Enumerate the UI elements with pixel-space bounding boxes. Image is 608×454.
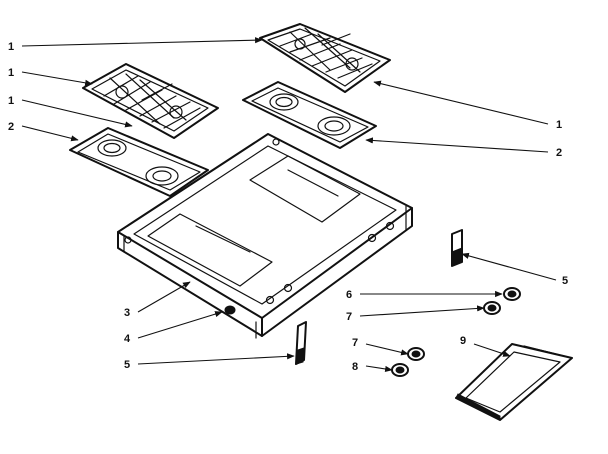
callout-4: 4 [124, 333, 131, 345]
callout-7-upper: 7 [346, 311, 352, 323]
callout-1-left-lower: 1 [8, 95, 14, 107]
burner-grate-pair-upper-left [82, 63, 219, 139]
burner-box-left [69, 127, 209, 197]
knob [224, 305, 236, 315]
pad-7-lower [407, 347, 425, 361]
callouts: 1 1 1 2 3 4 5 1 2 5 6 7 7 8 9 [8, 41, 568, 373]
callout-2-left: 2 [8, 121, 14, 133]
bracket-right [451, 229, 463, 267]
pad-6 [503, 287, 521, 301]
cooktop-frame [117, 133, 413, 339]
callout-1-top: 1 [8, 41, 14, 53]
callout-7-lower: 7 [352, 337, 358, 349]
leader-lines [21, 37, 557, 372]
callout-1-right: 1 [556, 119, 562, 131]
callout-1-left-upper: 1 [8, 67, 14, 79]
plug-8 [391, 363, 409, 377]
callout-9: 9 [460, 335, 466, 347]
bracket-front [295, 321, 307, 365]
callout-5-right: 5 [562, 275, 568, 287]
burner-grate-pair-upper-right [259, 23, 391, 93]
callout-6: 6 [346, 289, 352, 301]
callout-3: 3 [124, 307, 130, 319]
griddle-panel [455, 343, 573, 421]
callout-8: 8 [352, 361, 358, 373]
callout-5-left: 5 [124, 359, 130, 371]
pad-7-upper [483, 301, 501, 315]
callout-2-right: 2 [556, 147, 562, 159]
burner-box-right [242, 81, 377, 149]
